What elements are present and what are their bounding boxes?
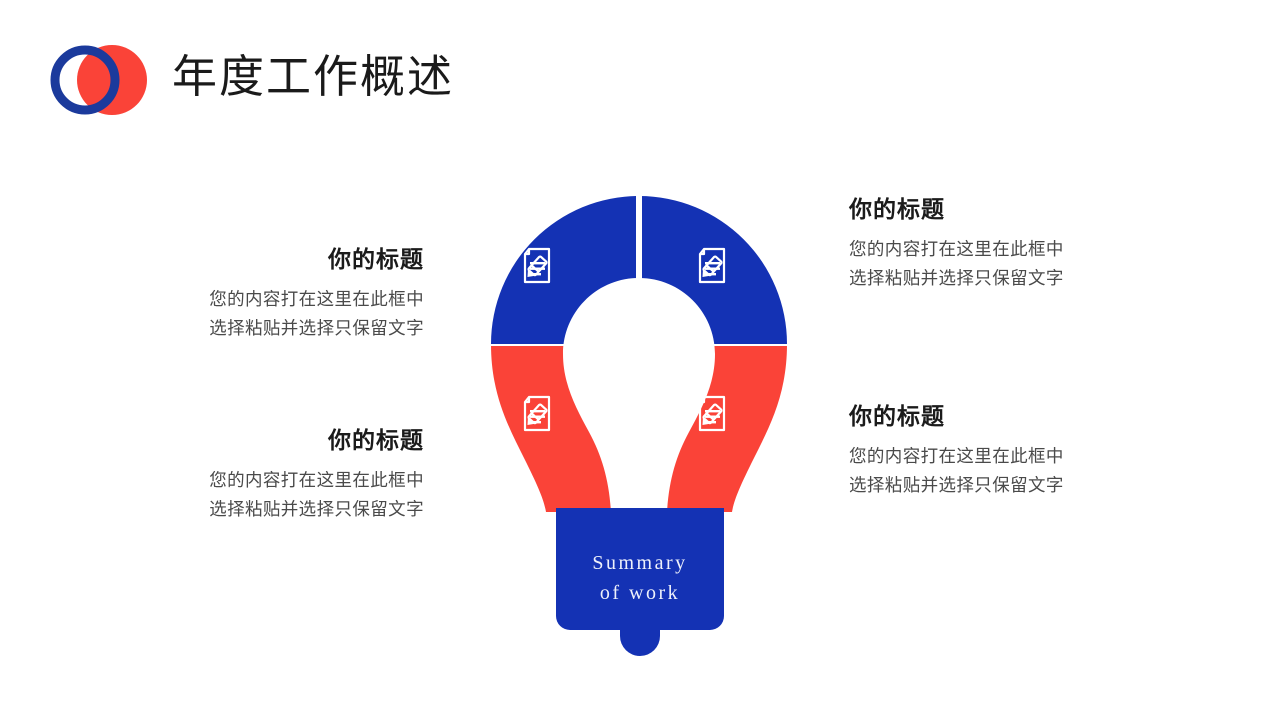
text-block-bottom-left: 你的标题 您的内容打在这里在此框中 选择粘贴并选择只保留文字 <box>124 424 424 524</box>
bulb-segment-top-right[interactable] <box>470 180 810 660</box>
block-title: 你的标题 <box>849 403 945 429</box>
block-body-line: 选择粘贴并选择只保留文字 <box>209 499 424 519</box>
block-body-line: 您的内容打在这里在此框中 <box>849 446 1064 466</box>
logo-blue-ring <box>50 45 120 115</box>
bulb-base[interactable] <box>556 508 724 656</box>
page-title: 年度工作概述 <box>172 52 455 102</box>
text-block-top-right: 你的标题 您的内容打在这里在此框中 选择粘贴并选择只保留文字 <box>849 193 1149 293</box>
block-body-line: 您的内容打在这里在此框中 <box>209 470 424 490</box>
block-title: 你的标题 <box>849 196 945 222</box>
bulb-segment-top-left[interactable] <box>470 180 810 660</box>
block-body-line: 选择粘贴并选择只保留文字 <box>209 318 424 338</box>
block-body-line: 您的内容打在这里在此框中 <box>849 239 1064 259</box>
text-block-top-left: 你的标题 您的内容打在这里在此框中 选择粘贴并选择只保留文字 <box>124 243 424 343</box>
block-body-line: 选择粘贴并选择只保留文字 <box>849 268 1064 288</box>
slide-header: 年度工作概述 <box>0 0 1280 150</box>
text-block-bottom-right: 你的标题 您的内容打在这里在此框中 选择粘贴并选择只保留文字 <box>849 400 1149 500</box>
overlapping-circles-logo <box>40 42 158 118</box>
block-body-line: 选择粘贴并选择只保留文字 <box>849 475 1064 495</box>
block-title: 你的标题 <box>328 246 424 272</box>
block-title: 你的标题 <box>328 427 424 453</box>
block-body-line: 您的内容打在这里在此框中 <box>209 289 424 309</box>
lightbulb-infographic <box>470 180 810 660</box>
